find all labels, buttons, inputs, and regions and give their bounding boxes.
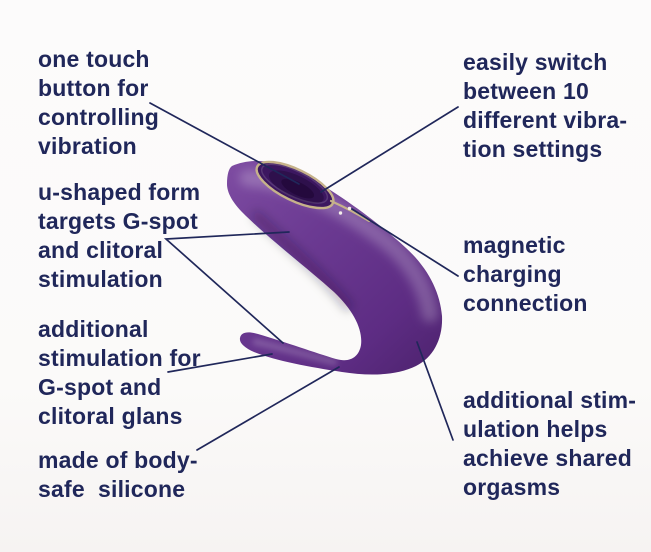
label-u-shaped-form: u-shaped form targets G-spot and clitora… bbox=[38, 179, 201, 292]
device-button bbox=[255, 160, 335, 210]
callout-line-body-safe-silicone bbox=[196, 366, 340, 451]
label-vibration-settings: easily switch between 10 different vibra… bbox=[463, 49, 628, 162]
device-illustration bbox=[227, 160, 443, 375]
callout-line-vibration-settings bbox=[320, 106, 459, 193]
label-shared-orgasms: additional stim- ulation helps achieve s… bbox=[463, 387, 637, 500]
device-body bbox=[227, 160, 443, 375]
button-metallic-arc bbox=[329, 199, 371, 223]
device-inner-shadow bbox=[252, 211, 353, 311]
device-small-arm-highlight bbox=[252, 338, 338, 366]
callout-lines bbox=[149, 102, 459, 451]
callout-line-u-shaped-form bbox=[163, 231, 290, 344]
label-one-touch-button: one touch button for controlling vibrati… bbox=[38, 46, 160, 159]
label-magnetic-charging: magnetic charging connection bbox=[463, 232, 588, 316]
callout-line-magnetic-charging bbox=[351, 208, 459, 277]
label-body-safe-silicone: made of body- safe silicone bbox=[38, 447, 198, 502]
label-additional-stimulation: additional stimulation for G-spot and cl… bbox=[38, 316, 201, 429]
callout-line-one-touch-button bbox=[149, 102, 300, 185]
callout-line-additional-stimulation bbox=[167, 353, 273, 373]
callout-line-shared-orgasms bbox=[416, 341, 454, 441]
charging-contact-dots bbox=[338, 206, 352, 215]
